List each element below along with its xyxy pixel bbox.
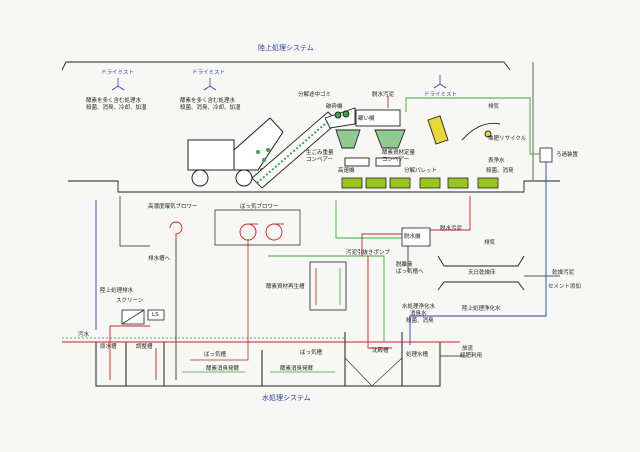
label-high-blower: 高濃度曝気ブロワー xyxy=(148,204,198,210)
label-crusher: 破砕機 xyxy=(326,104,343,110)
sludge-pump-line xyxy=(367,256,392,349)
label-clean-water: 表浄水 xyxy=(488,158,505,164)
mist-desc-1a: 酵素を多く含む処理水 xyxy=(86,98,142,104)
air-pipe-3 xyxy=(119,196,150,247)
dewatering-machine xyxy=(401,227,431,247)
label-enzyme-conveyor-1: 酵素資材定量 xyxy=(382,150,416,156)
label-ls: LS xyxy=(152,312,159,318)
blower-duct xyxy=(214,209,301,246)
label-dewater-machine: 脱水機 xyxy=(404,234,421,240)
mist-label-1: ドライミスト xyxy=(101,70,135,76)
sun-drying-bed xyxy=(437,255,525,291)
water-tanks-outline xyxy=(95,332,441,387)
mist-sprayer-3 xyxy=(433,75,447,89)
label-clean-water-desc: 殺菌、消臭 xyxy=(486,168,514,174)
filter-device xyxy=(539,147,553,163)
water-system-title: 水処理システム xyxy=(262,394,311,402)
mist-sprayer-1 xyxy=(111,78,125,91)
label-dry-sludge: 乾燥汚泥 xyxy=(552,270,575,276)
label-exhaust-bottom: 排気 xyxy=(484,240,496,246)
garbage-truck xyxy=(187,117,284,187)
label-land-clean-water: 陸上処理浄化水 xyxy=(462,306,501,312)
label-enzyme-ferm-2: 酵素消臭発酵 xyxy=(280,366,314,372)
label-settling-tank: 沈殿槽 xyxy=(372,348,389,354)
label-treated-desc-2: 消臭水 xyxy=(410,311,427,317)
label-adjust-tank: 調整槽 xyxy=(136,344,153,350)
label-aeration-tank-2: ばっ気槽 xyxy=(300,350,323,356)
label-dewatered-sludge-top: 脱水汚泥 xyxy=(372,92,395,98)
mist-label-2: ドライミスト xyxy=(192,70,226,76)
land-system-title: 陸上処理システム xyxy=(258,44,314,52)
treated-water-line-right xyxy=(470,162,547,317)
mist-label-3: ドライミスト xyxy=(424,92,458,98)
compost-loader xyxy=(427,115,501,145)
label-desorption: 脱離液 xyxy=(396,262,413,268)
label-reuse: 経肥利用 xyxy=(460,353,483,359)
label-discharge: 放流 xyxy=(462,346,474,352)
air-pipe-2 xyxy=(190,240,249,361)
label-treated-desc-1: 水処理浄化水 xyxy=(402,304,436,310)
label-enzyme-conveyor-2: コンベアー xyxy=(382,157,410,163)
exhaust-line-tank xyxy=(268,255,385,342)
mist-desc-2a: 酵素を多く含む処理水 xyxy=(180,98,236,104)
label-bunkai-gomi: 分解途中ゴミ xyxy=(298,92,332,98)
label-enzyme-regen: 酵素資材再生槽 xyxy=(266,284,305,290)
label-treated-desc-3: 殺菌、消臭 xyxy=(406,318,434,324)
sieve-machine xyxy=(335,109,406,167)
label-to-aeration: ばっ気槽へ xyxy=(396,269,424,275)
label-treated-tank: 処理水槽 xyxy=(406,352,429,358)
label-compost: 堆肥リサイクル xyxy=(488,136,527,142)
aeration-blower-1 xyxy=(239,223,258,241)
enzyme-regen-tank xyxy=(309,261,347,311)
label-raw-water-tank: 原水槽 xyxy=(100,344,117,350)
label-enzyme-ferm-1: 酵素消臭発酵 xyxy=(206,366,240,372)
label-filter: ろ過装置 xyxy=(556,152,579,158)
sewage-circulation-1 xyxy=(109,325,150,380)
label-dewatered-sludge: 脱水汚泥 xyxy=(440,226,463,232)
exhaust-line-down xyxy=(335,200,420,239)
red-sludge-to-dewater xyxy=(361,233,402,256)
mist-sprayer-2 xyxy=(203,78,217,91)
label-screen: スクリーン xyxy=(116,298,144,304)
label-high-speed: 高速機 xyxy=(338,168,355,174)
label-pallets: 分解パレット xyxy=(404,168,438,174)
high-concentration-blower xyxy=(169,221,183,240)
label-aeration-tank-1: ばっ気槽 xyxy=(204,352,227,358)
mist-desc-1b: 殺菌、消臭、冷却、加湿 xyxy=(86,105,147,111)
label-sewage: 汚水 xyxy=(78,332,90,338)
crusher xyxy=(324,107,356,129)
label-sludge-pump: 汚泥引抜きポンプ xyxy=(346,250,390,256)
screen-unit xyxy=(121,309,165,325)
aeration-blower-2 xyxy=(265,223,284,241)
decomposition-pallets xyxy=(341,177,499,189)
exhaust-line-top xyxy=(405,97,540,155)
label-garbage-conveyor-1: 生ごみ重量 xyxy=(306,150,334,156)
label-sieve: 篩い機 xyxy=(358,116,375,122)
label-land-drain: 陸上処理排水 xyxy=(100,288,134,294)
mist-desc-2b: 殺菌、消臭、冷却、加湿 xyxy=(180,105,241,111)
label-garbage-conveyor-2: コンベアー xyxy=(306,157,334,163)
label-cement: セメント添加 xyxy=(548,284,581,290)
treated-water-line-bottom xyxy=(409,315,470,345)
label-exhaust-top: 排気 xyxy=(488,104,500,110)
dewater-out xyxy=(430,196,471,231)
land-floor-line xyxy=(68,180,560,193)
label-drying-bed: 天日乾燥床 xyxy=(468,270,496,276)
label-aeration-blower: ばっ気ブロワー xyxy=(240,204,279,210)
land-roof-outline xyxy=(61,61,511,71)
label-to-drain-tank: 排水槽へ xyxy=(148,256,171,262)
